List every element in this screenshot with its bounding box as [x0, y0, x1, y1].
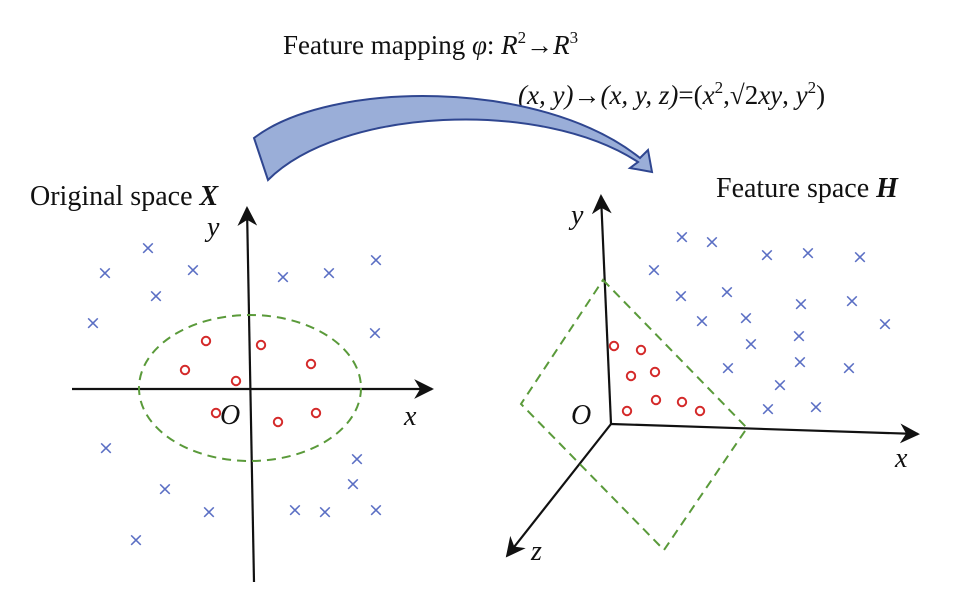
- left-circle-marker: [179, 364, 191, 376]
- left-circle-marker: [210, 407, 222, 419]
- right-circle-marker: [676, 396, 688, 408]
- mapping-arrow: [252, 95, 654, 182]
- right-x-axis-label: x: [894, 443, 908, 474]
- right-cross-marker: ×: [694, 310, 710, 332]
- left-cross-marker: ×: [185, 259, 201, 281]
- right-cross-marker: ×: [760, 398, 776, 420]
- left-cross-marker: ×: [367, 322, 383, 344]
- left-cross-marker: ×: [368, 249, 384, 271]
- left-cross-marker: ×: [140, 237, 156, 259]
- left-cross-marker: ×: [128, 529, 144, 551]
- left-origin-label: O: [220, 400, 240, 431]
- mapping-formula: (x, y)→(x, y, z)=(x2,√2xy, y2): [518, 78, 825, 110]
- left-cross-marker: ×: [368, 499, 384, 521]
- right-z-axis: [505, 423, 612, 558]
- right-z-axis-label: z: [530, 536, 542, 567]
- right-cross-marker: ×: [738, 307, 754, 329]
- right-x-axis: [610, 422, 920, 444]
- left-cross-marker: ×: [201, 501, 217, 523]
- left-cross-marker: ×: [275, 266, 291, 288]
- right-circle-marker: [694, 405, 706, 417]
- left-cross-marker: ×: [345, 473, 361, 495]
- right-cross-marker: ×: [704, 231, 720, 253]
- right-circle-marker: [650, 394, 662, 406]
- left-circle-marker: [272, 416, 284, 428]
- right-cross-marker: ×: [877, 313, 893, 335]
- left-cross-marker: ×: [85, 312, 101, 334]
- right-circle-marker: [635, 344, 647, 356]
- right-cross-marker: ×: [772, 374, 788, 396]
- right-origin-label: O: [571, 400, 591, 431]
- left-cross-marker: ×: [287, 499, 303, 521]
- left-x-axis-label: x: [403, 401, 417, 432]
- right-cross-marker: ×: [673, 285, 689, 307]
- right-circle-marker: [608, 340, 620, 352]
- left-cross-marker: ×: [97, 262, 113, 284]
- right-cross-marker: ×: [719, 281, 735, 303]
- left-circle-marker: [305, 358, 317, 370]
- left-cross-marker: ×: [98, 437, 114, 459]
- right-circle-marker: [625, 370, 637, 382]
- mapping-title: Feature mapping φ: R2→R3: [283, 28, 578, 60]
- right-circle-marker: [649, 366, 661, 378]
- left-circle-marker: [255, 339, 267, 351]
- left-cross-marker: ×: [148, 285, 164, 307]
- feature-space-label: Feature space H: [716, 173, 899, 204]
- left-circle-marker: [230, 375, 242, 387]
- right-cross-marker: ×: [808, 396, 824, 418]
- left-cross-marker: ×: [317, 501, 333, 523]
- left-decision-boundary: [138, 314, 362, 462]
- left-y-axis: [237, 206, 258, 583]
- right-cross-marker: ×: [841, 357, 857, 379]
- left-y-axis-label: y: [204, 212, 220, 243]
- right-cross-marker: ×: [646, 259, 662, 281]
- left-cross-marker: ×: [157, 478, 173, 500]
- right-cross-marker: ×: [852, 246, 868, 268]
- right-separating-plane: [519, 278, 749, 552]
- right-cross-marker: ×: [800, 242, 816, 264]
- right-cross-marker: ×: [793, 293, 809, 315]
- original-space-label: Original space X: [30, 181, 220, 212]
- left-circle-marker: [200, 335, 212, 347]
- right-cross-marker: ×: [791, 325, 807, 347]
- right-y-axis: [591, 194, 613, 425]
- right-cross-marker: ×: [792, 351, 808, 373]
- right-cross-marker: ×: [844, 290, 860, 312]
- right-cross-marker: ×: [720, 357, 736, 379]
- left-cross-marker: ×: [321, 262, 337, 284]
- left-cross-marker: ×: [349, 448, 365, 470]
- data-markers: ×××××××××××××××××××××××××××××××××××××××: [85, 226, 893, 551]
- right-y-axis-label: y: [568, 200, 584, 231]
- right-cross-marker: ×: [674, 226, 690, 248]
- left-circle-marker: [310, 407, 322, 419]
- right-cross-marker: ×: [759, 244, 775, 266]
- right-cross-marker: ×: [743, 333, 759, 355]
- right-circle-marker: [621, 405, 633, 417]
